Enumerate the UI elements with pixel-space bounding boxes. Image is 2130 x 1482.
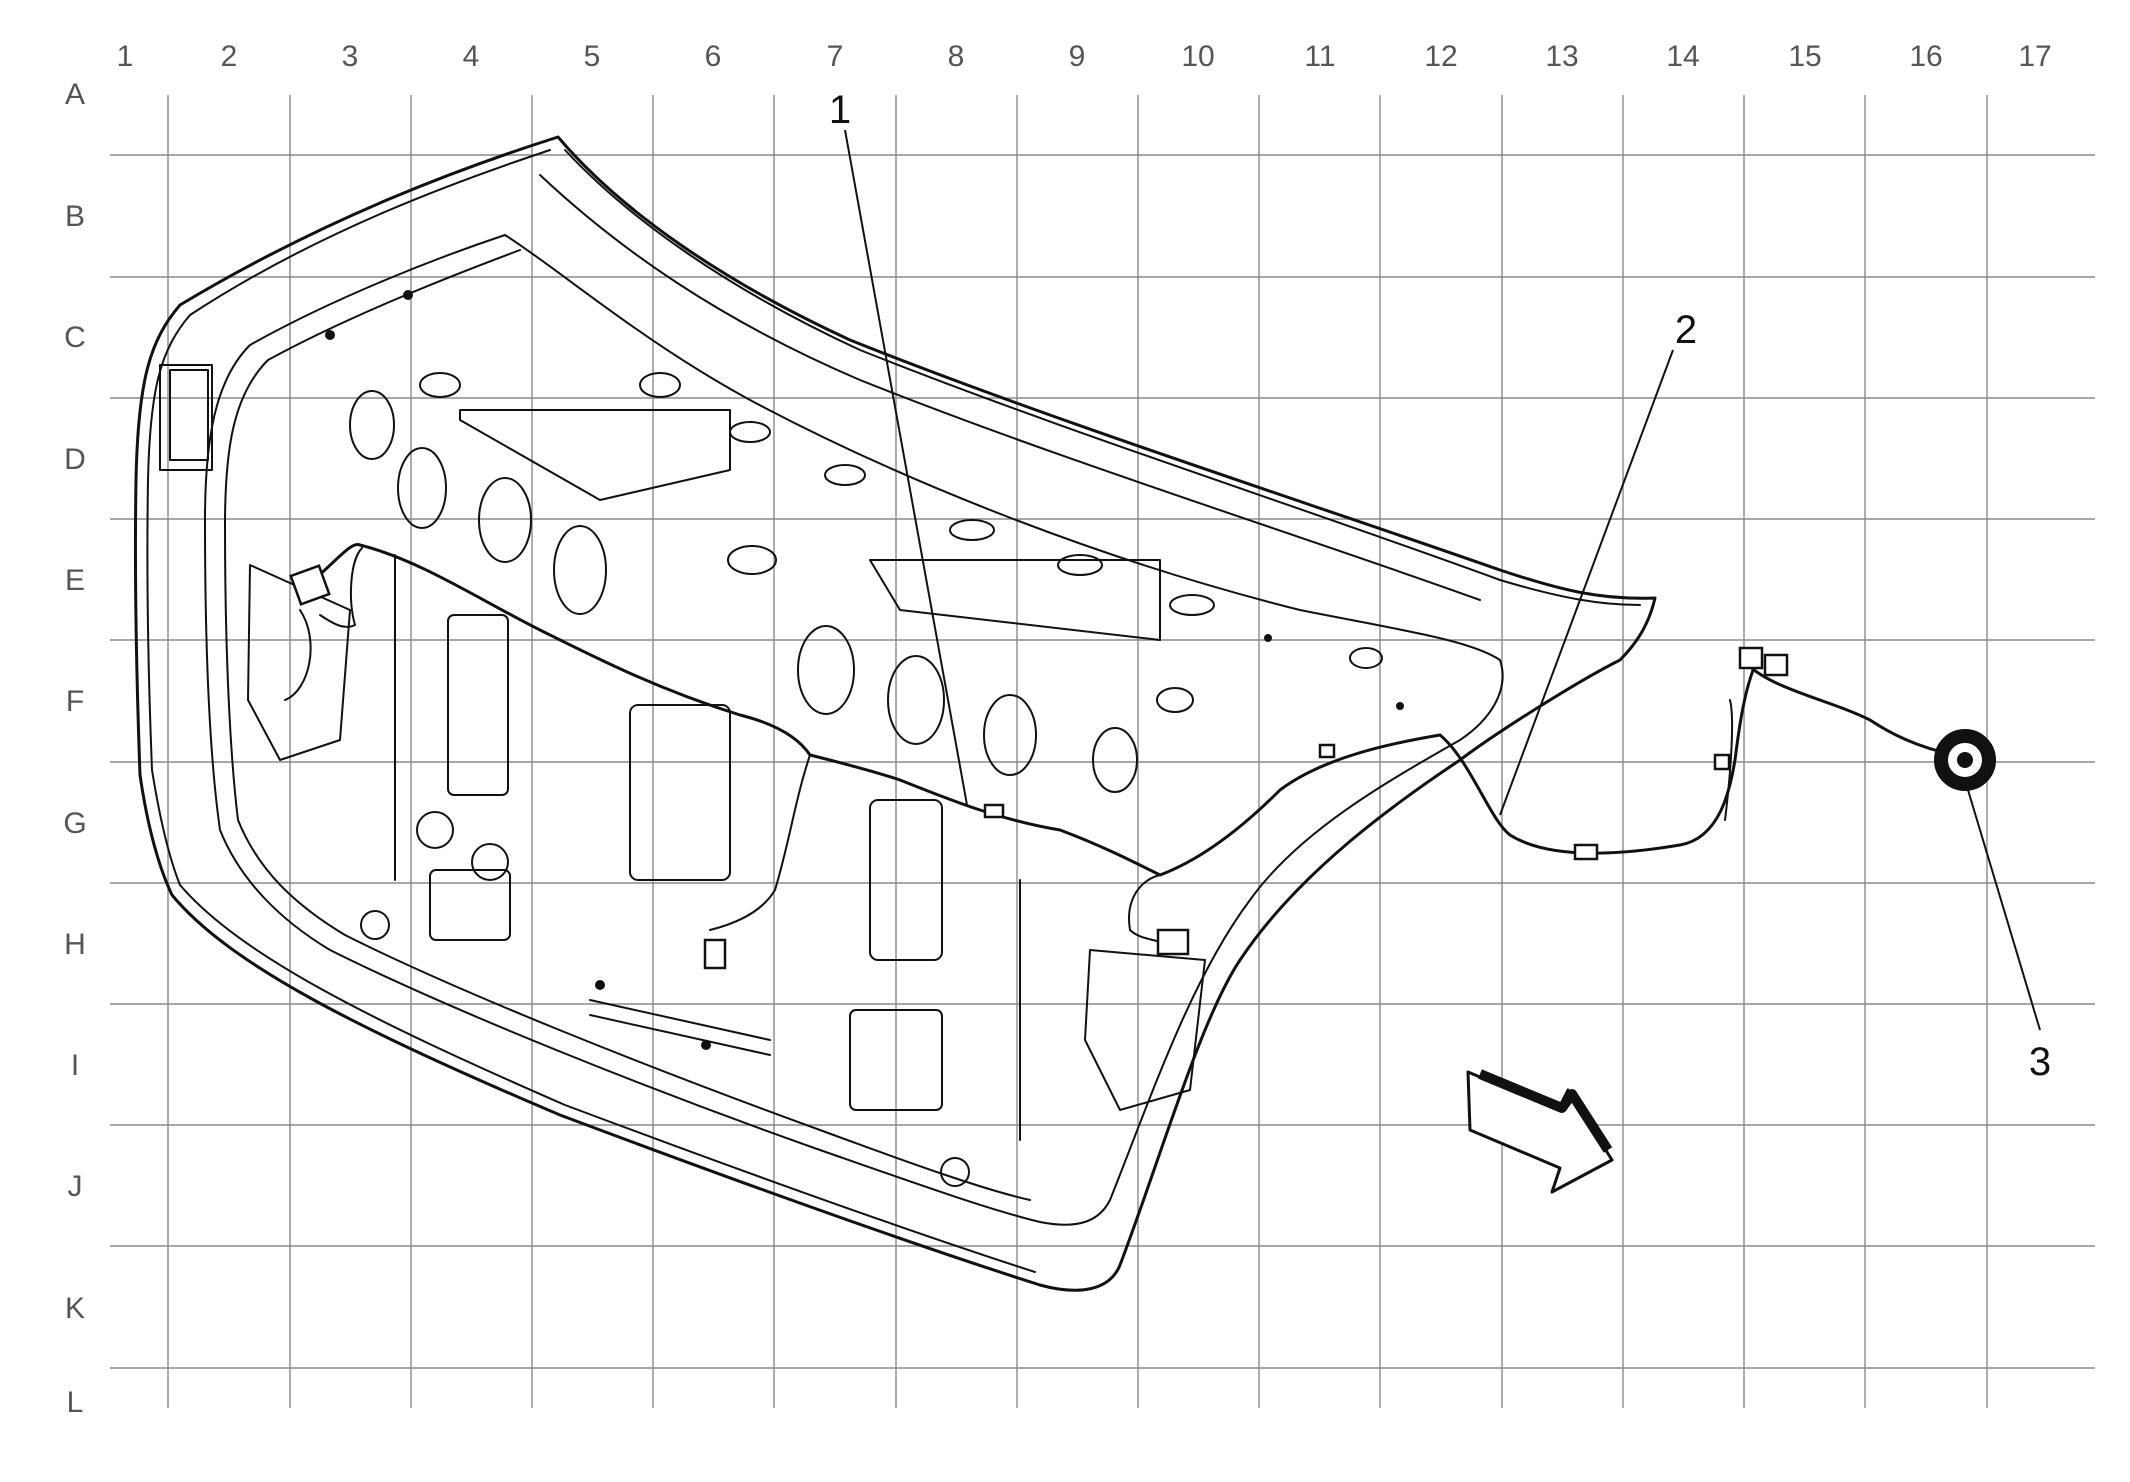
row-labels: A B C D E F G H I J K L (63, 78, 86, 1419)
row-label: I (71, 1049, 79, 1082)
harness-main-run (298, 543, 1442, 877)
extension-harness-cable (1438, 663, 1757, 855)
row-label: D (64, 443, 86, 476)
column-label: 4 (463, 40, 480, 73)
column-label: 2 (221, 40, 238, 73)
column-label: 8 (948, 40, 965, 73)
column-label: 15 (1788, 40, 1821, 73)
forward-arrow-icon (1466, 1069, 1614, 1194)
callout-3: 3 (2029, 1040, 2051, 1084)
trunk-lid-top-flange (564, 149, 1641, 606)
row-label: J (68, 1170, 83, 1203)
row-label: F (66, 685, 84, 718)
row-label: A (65, 78, 85, 111)
harness-grommet (1934, 729, 1996, 791)
reference-grid (110, 95, 2095, 1408)
row-label: G (63, 807, 86, 840)
column-label: 9 (1069, 40, 1086, 73)
row-label: H (64, 928, 86, 961)
extension-harness-cable-2 (1746, 663, 1957, 757)
extension-harness-clip-4 (1713, 753, 1731, 771)
column-label: 1 (117, 40, 134, 73)
extension-harness-clip (1738, 646, 1764, 670)
callout-2: 2 (1675, 308, 1697, 352)
column-labels: 1 2 3 4 5 6 7 8 9 10 11 12 13 14 15 16 1… (117, 40, 2052, 73)
extension-harness-cable-3 (1724, 699, 1734, 821)
harness-branch-mid (709, 754, 811, 931)
row-label: B (65, 200, 85, 233)
wiring-harness (289, 543, 1442, 970)
trunk-lid-inner-panel-edge (224, 249, 1031, 1201)
panel-openings (159, 290, 1404, 1187)
row-label: L (67, 1386, 84, 1419)
row-label: K (65, 1292, 85, 1325)
trunk-lid-top-flange-inner (539, 174, 1481, 601)
column-label: 12 (1424, 40, 1457, 73)
column-label: 16 (1909, 40, 1942, 73)
trunk-lid-flange (146, 149, 1036, 1273)
column-label: 14 (1666, 40, 1699, 73)
trunk-lid-outer-edge (133, 135, 1657, 1292)
extension-harness-clip-3 (1573, 843, 1599, 861)
harness-connectors (289, 564, 1336, 970)
column-label: 6 (705, 40, 722, 73)
column-label: 17 (2018, 40, 2051, 73)
callout-1: 1 (829, 88, 851, 132)
column-label: 3 (342, 40, 359, 73)
extension-harness (1438, 646, 1957, 861)
row-label: C (64, 321, 86, 354)
trunk-lid-inner-panel (204, 234, 1504, 1226)
row-label: E (65, 564, 85, 597)
column-label: 11 (1304, 40, 1335, 73)
column-label: 7 (827, 40, 844, 73)
column-label: 10 (1181, 40, 1214, 73)
harness-branch-left (319, 547, 363, 628)
column-label: 5 (584, 40, 601, 73)
extension-harness-clip-2 (1763, 653, 1789, 677)
column-label: 13 (1545, 40, 1578, 73)
callout-leaders (844, 129, 2041, 1031)
trunk-lid (133, 135, 1657, 1292)
